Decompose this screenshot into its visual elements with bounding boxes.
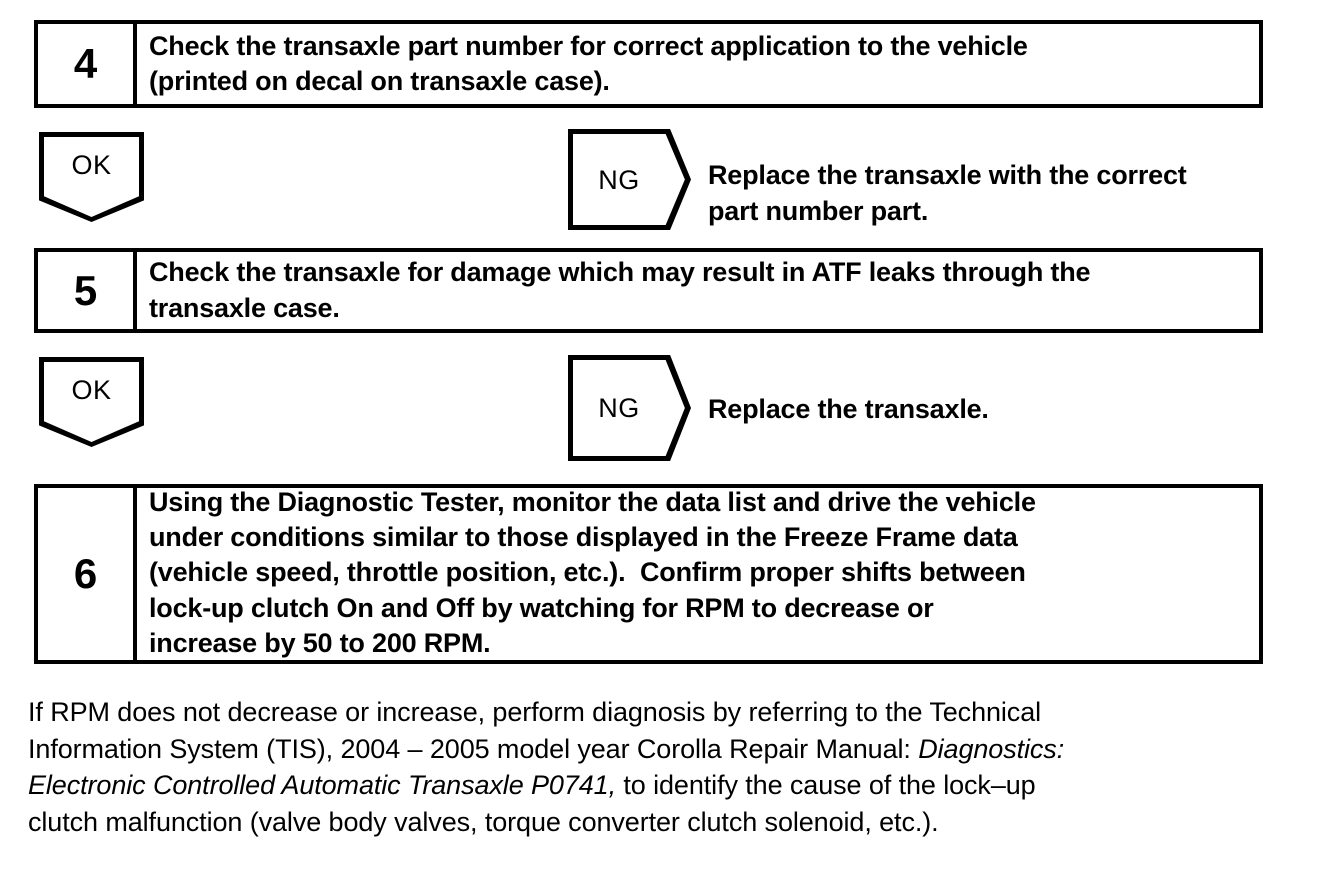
step-box-6: 6 Using the Diagnostic Tester, monitor t… <box>34 484 1263 664</box>
ng-result-text-2: Replace the transaxle. <box>708 392 989 428</box>
ng-result-text-1: Replace the transaxle with the correct p… <box>708 158 1187 229</box>
ng-result-line: Replace the transaxle with the correct <box>708 160 1187 190</box>
footer-note: If RPM does not decrease or increase, pe… <box>28 694 1308 841</box>
footer-note-line: If RPM does not decrease or increase, pe… <box>28 694 1308 731</box>
footer-note-line: clutch malfunction (valve body valves, t… <box>28 804 1308 841</box>
step-number-5: 5 <box>38 252 137 329</box>
step-text-line: Check the transaxle part number for corr… <box>149 30 1028 61</box>
step-text-line: under conditions similar to those displa… <box>149 522 1018 553</box>
step-text-6: Using the Diagnostic Tester, monitor the… <box>137 487 1259 660</box>
footer-note-line: Electronic Controlled Automatic Transaxl… <box>28 767 1308 804</box>
step-text-line: (printed on decal on transaxle case). <box>149 66 610 96</box>
step-text-4: Check the transaxle part number for corr… <box>137 24 1259 104</box>
ng-marker-fill <box>573 360 685 456</box>
ng-result-line: part number part. <box>708 195 929 226</box>
footer-note-run: If RPM does not decrease or increase, pe… <box>28 697 1042 727</box>
ng-label: NG <box>598 393 640 423</box>
footer-note-run: Information System (TIS), 2004 – 2005 mo… <box>28 733 919 764</box>
step-text-line: lock-up clutch On and Off by watching fo… <box>149 592 934 623</box>
step-text-line: increase by 50 to 200 RPM. <box>149 627 491 658</box>
ng-marker-fill <box>573 134 685 225</box>
step-text-line: (vehicle speed, throttle position, etc.)… <box>149 557 1026 588</box>
ok-branch-marker-2: OK <box>39 357 144 447</box>
footer-note-italic-run: Electronic Controlled Automatic Transaxl… <box>28 770 616 801</box>
ng-label: NG <box>598 165 640 195</box>
ng-branch-marker-1: NG <box>568 129 691 230</box>
step-text-line: transaxle case. <box>149 292 340 323</box>
step-box-4: 4 Check the transaxle part number for co… <box>34 20 1263 108</box>
ng-result-line: Replace the transaxle. <box>708 394 989 424</box>
step-box-5: 5 Check the transaxle for damage which m… <box>34 248 1263 333</box>
footer-note-run: to identify the cause of the lock–up <box>616 770 1036 801</box>
ok-label: OK <box>71 375 112 405</box>
footer-note-run: clutch malfunction (valve body valves, t… <box>28 807 939 838</box>
step-text-line: Check the transaxle for damage which may… <box>149 257 1091 288</box>
footer-note-italic-run: Diagnostics: <box>918 733 1065 764</box>
footer-note-line: Information System (TIS), 2004 – 2005 mo… <box>28 731 1308 768</box>
ng-branch-marker-2: NG <box>568 355 691 461</box>
step-text-line: Using the Diagnostic Tester, monitor the… <box>149 487 1036 518</box>
step-text-5: Check the transaxle for damage which may… <box>137 252 1259 329</box>
step-number-4: 4 <box>38 24 137 104</box>
ok-label: OK <box>71 150 112 180</box>
step-number-6: 6 <box>38 488 137 660</box>
ok-branch-marker-1: OK <box>39 132 144 222</box>
